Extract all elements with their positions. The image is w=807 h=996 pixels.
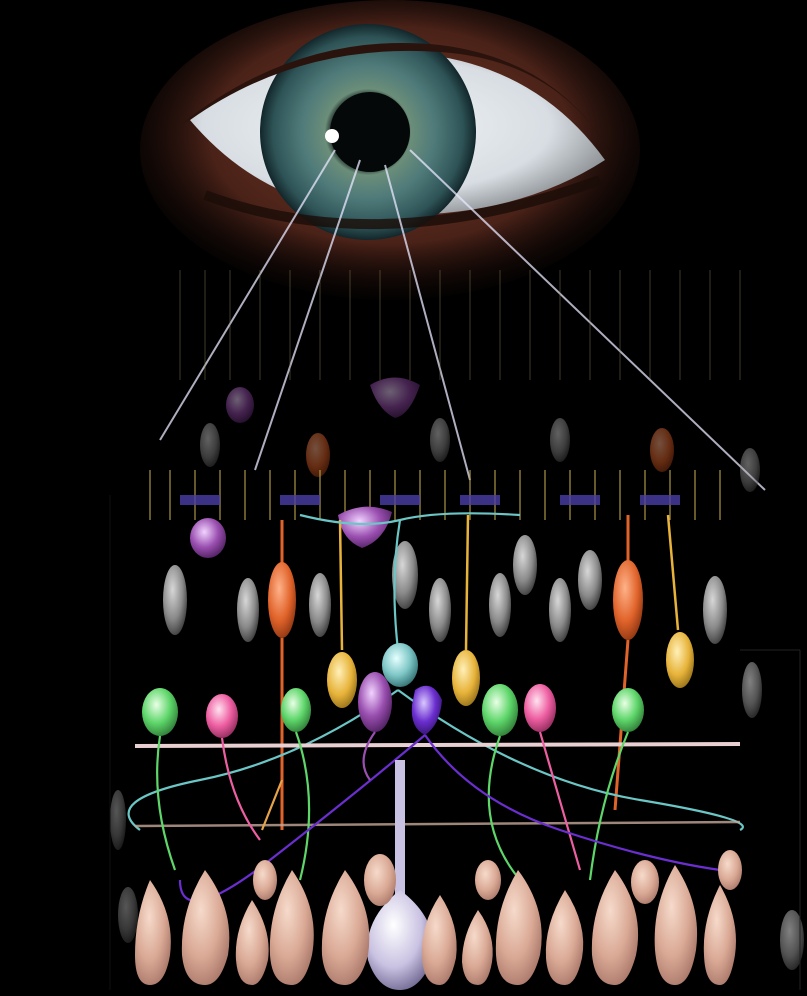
eye-highlight [325,129,339,143]
ganglion-cell-green [142,688,178,736]
amacrine-cell-purple [190,518,226,558]
cone-cell [703,576,727,644]
bipolar-cell-orange [613,560,643,640]
cone-cell [237,578,259,642]
horizontal-cell-cyan [382,643,418,687]
faint-cell-orange [650,428,674,472]
cone-cell [578,550,602,610]
cone-cell [513,535,537,595]
cone-cell [309,573,331,637]
rod-cell [631,860,659,904]
bipolar-cell-yellow [452,650,480,706]
cone-cell [489,573,511,637]
rod-cell [253,860,277,900]
ganglion-cell-green [482,684,518,736]
faint-cell-gray [740,448,760,492]
cone-cell [163,565,187,635]
faint-cell-gray [550,418,570,462]
ganglion-cell-purple [358,672,392,732]
cone-cell [549,578,571,642]
bipolar-cell-yellow [327,652,357,708]
bipolar-cell-orange [268,562,296,638]
faint-cell-gray [430,418,450,462]
ganglion-cell-green [281,688,311,732]
ganglion-cell-pink [524,684,556,732]
bipolar-cell-yellow [666,632,694,688]
ganglion-cell-green [612,688,644,732]
pupil [330,92,410,172]
faint-cell-gray [200,423,220,467]
rod-cell [364,854,396,906]
eye [140,0,640,300]
faint-cell-purple [226,387,254,423]
ganglion-cell-pink [206,694,238,738]
rod-cell [475,860,501,900]
cone-cell [429,578,451,642]
rod-cell [718,850,742,890]
faint-cell-orange [306,433,330,477]
